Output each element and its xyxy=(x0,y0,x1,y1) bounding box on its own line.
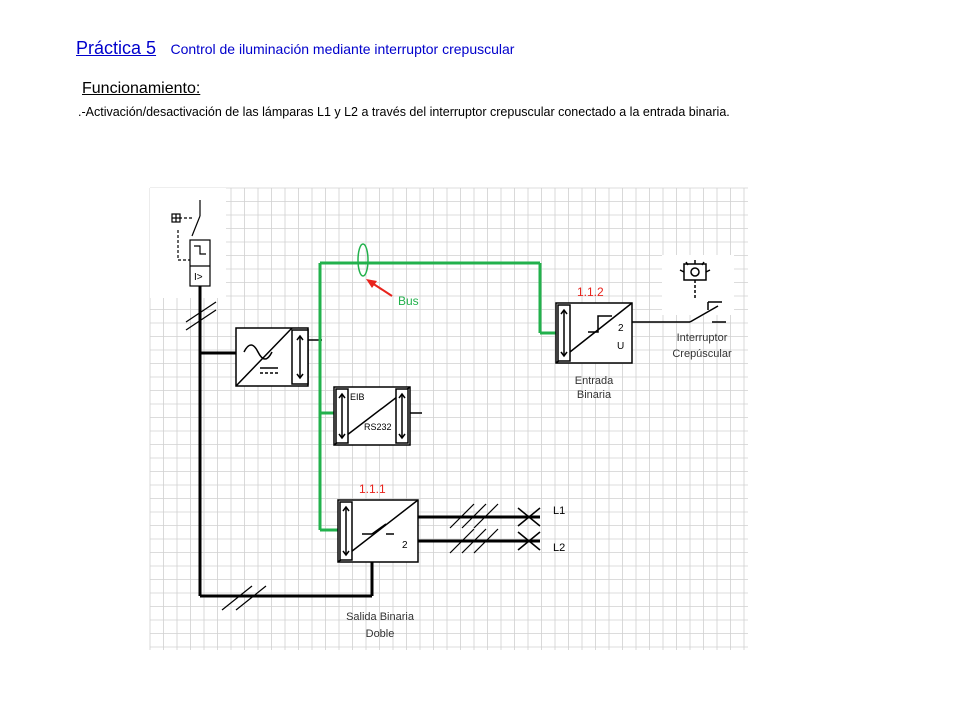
binary-output-module xyxy=(337,499,419,563)
input-name-line2: Binaria xyxy=(577,389,612,401)
bus-ellipse xyxy=(357,243,369,277)
power-supply xyxy=(235,327,309,387)
svg-text:I>: I> xyxy=(194,272,203,283)
bus-label: Bus xyxy=(398,294,419,308)
output-name-line1: Salida Binaria xyxy=(346,611,415,623)
circuit-breaker: I> xyxy=(171,200,211,287)
input-channel-type: U xyxy=(617,341,624,352)
output-name-line2: Doble xyxy=(366,628,395,640)
input-name-line1: Entrada xyxy=(575,375,614,387)
page-title: Práctica 5 xyxy=(76,38,157,58)
title-row: Práctica 5 Control de iluminación median… xyxy=(76,38,514,59)
input-address: 1.1.2 xyxy=(577,285,604,299)
lamp-label-l1: L1 xyxy=(553,505,565,517)
bus-line xyxy=(318,261,556,532)
power-wiring xyxy=(185,286,690,611)
input-channel-count: 2 xyxy=(618,323,624,334)
breaker-area xyxy=(150,188,226,298)
bus-arrow xyxy=(371,282,393,297)
output-channel-count: 2 xyxy=(402,540,408,551)
switch-name-line2: Crepúscular xyxy=(672,348,732,360)
switch-name-line1: Interruptor xyxy=(677,332,728,344)
description-text: .-Activación/desactivación de las lámpar… xyxy=(78,105,730,119)
rs232-label: RS232 xyxy=(364,422,392,432)
eib-rs232-interface xyxy=(333,386,411,446)
binary-input-module xyxy=(555,302,654,364)
eib-label: EIB xyxy=(350,392,365,402)
page-subtitle: Control de iluminación mediante interrup… xyxy=(170,41,515,57)
section-heading: Funcionamiento: xyxy=(82,80,201,97)
twilight-switch xyxy=(679,260,726,323)
output-address: 1.1.1 xyxy=(359,482,386,496)
lamp-label-l2: L2 xyxy=(553,542,565,554)
diagram-grid xyxy=(149,187,748,650)
bus-arrowhead xyxy=(366,279,377,288)
